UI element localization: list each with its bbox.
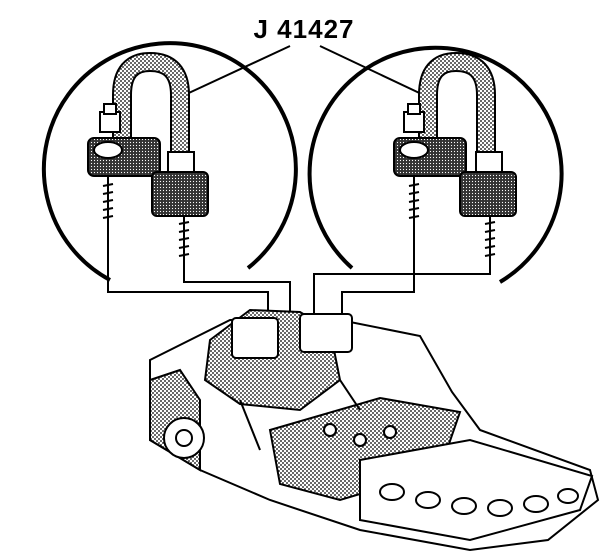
engine-block bbox=[149, 308, 600, 552]
detail-circle-right bbox=[307, 45, 564, 284]
lift-bracket-right bbox=[393, 51, 517, 266]
tool-callout-label: J 41427 bbox=[253, 14, 355, 44]
lift-bracket-left bbox=[87, 51, 209, 266]
leader-lines bbox=[177, 45, 431, 99]
detail-circle-left bbox=[41, 41, 298, 282]
